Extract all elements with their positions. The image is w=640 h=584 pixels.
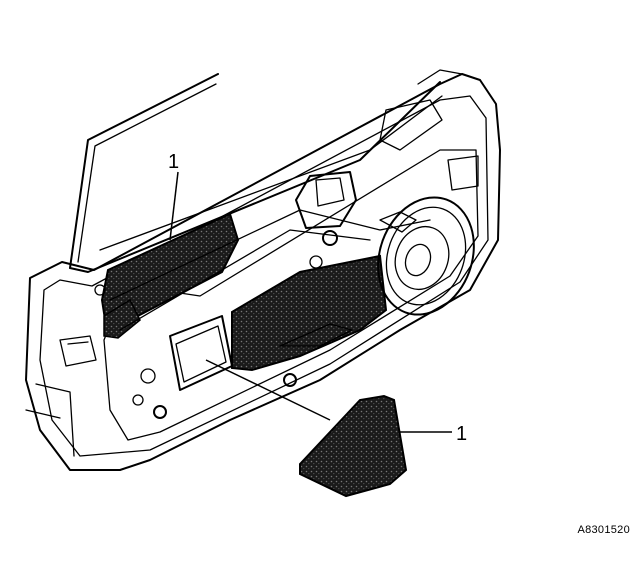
callout-label-lower: 1 [456,423,467,445]
figure-id: A8301520 [577,524,630,536]
removal-path-line [205,359,331,421]
callout-label-upper: 1 [168,151,179,173]
installed-sound-pad [231,254,388,372]
window-frame [69,73,443,273]
regulator-mechanism [94,171,431,419]
door-handle [59,335,97,367]
access-opening [169,315,233,391]
upper-sound-pad [100,212,240,339]
callout-leader-upper [169,171,179,241]
removed-sound-pad [299,394,408,498]
door-trim-panel [25,69,501,471]
speaker [377,196,475,316]
